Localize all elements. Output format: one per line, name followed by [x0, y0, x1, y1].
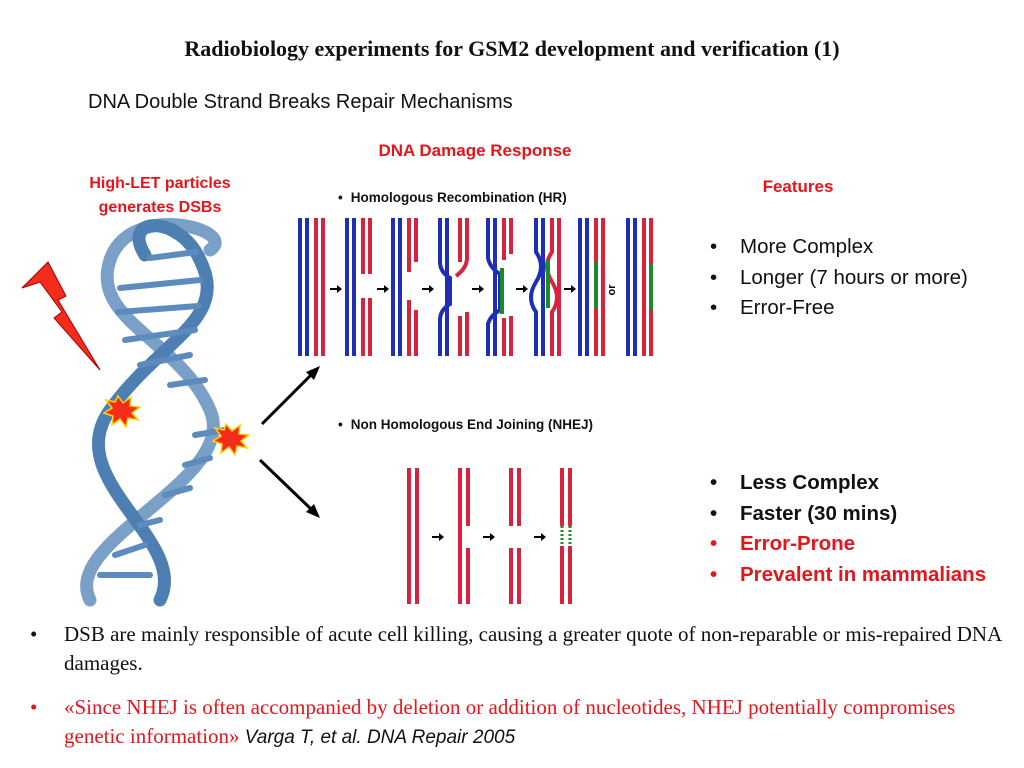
- hr-pathway-name: Homologous Recombination (HR): [350, 190, 567, 205]
- hr-feature-item: Longer (7 hours or more): [706, 263, 968, 294]
- nhej-pathway-label: •Non Homologous End Joining (NHEJ): [338, 417, 593, 432]
- high-let-line1: High-LET particles: [89, 175, 231, 192]
- quote-note: • «Since NHEJ is often accompanied by de…: [30, 695, 956, 748]
- page-title: Radiobiology experiments for GSM2 develo…: [184, 36, 840, 61]
- nhej-step-arrows: [432, 533, 546, 541]
- nhej-feature-list: Less Complex Faster (30 mins) Error-Pron…: [706, 468, 986, 590]
- hr-feature-item: More Complex: [706, 232, 968, 263]
- high-let-line2: generates DSBs: [98, 199, 222, 216]
- hr-pathway-label: •Homologous Recombination (HR): [338, 190, 567, 205]
- dsb-note-text: DSB are mainly responsible of acute cell…: [64, 622, 1002, 675]
- hr-repair-diagram: or: [298, 218, 653, 356]
- nhej-pathway-name: Non Homologous End Joining (NHEJ): [350, 417, 593, 432]
- nhej-feature-item: Prevalent in mammalians: [706, 560, 986, 591]
- dna-helix-icon: [80, 218, 228, 607]
- quote-text: «Since NHEJ is often accompanied by dele…: [64, 695, 956, 748]
- arrow-up-right-icon: [260, 366, 320, 426]
- damage-burst-icon: [211, 422, 251, 457]
- hr-or-label: or: [606, 284, 618, 296]
- dsb-note: • DSB are mainly responsible of acute ce…: [30, 622, 1002, 675]
- nhej-repair-diagram: [407, 468, 572, 604]
- damage-response-heading: DNA Damage Response: [378, 141, 572, 160]
- hr-feature-list: More Complex Longer (7 hours or more) Er…: [706, 232, 968, 324]
- page-subtitle: DNA Double Strand Breaks Repair Mechanis…: [88, 91, 513, 113]
- lightning-bolt-icon: [21, 261, 101, 371]
- high-let-caption: High-LET particles generates DSBs: [70, 172, 250, 220]
- nhej-feature-item: Faster (30 mins): [706, 499, 986, 530]
- nhej-feature-item: Error-Prone: [706, 529, 986, 560]
- damage-burst-icon: [102, 394, 142, 429]
- arrow-down-right-icon: [258, 458, 320, 518]
- citation: Varga T, et al. DNA Repair 2005: [244, 727, 516, 748]
- hr-step-arrows: [330, 285, 576, 293]
- dna-helix-illustration: [21, 218, 320, 607]
- nhej-feature-item: Less Complex: [706, 468, 986, 499]
- features-heading: Features: [762, 177, 834, 196]
- hr-feature-item: Error-Free: [706, 293, 968, 324]
